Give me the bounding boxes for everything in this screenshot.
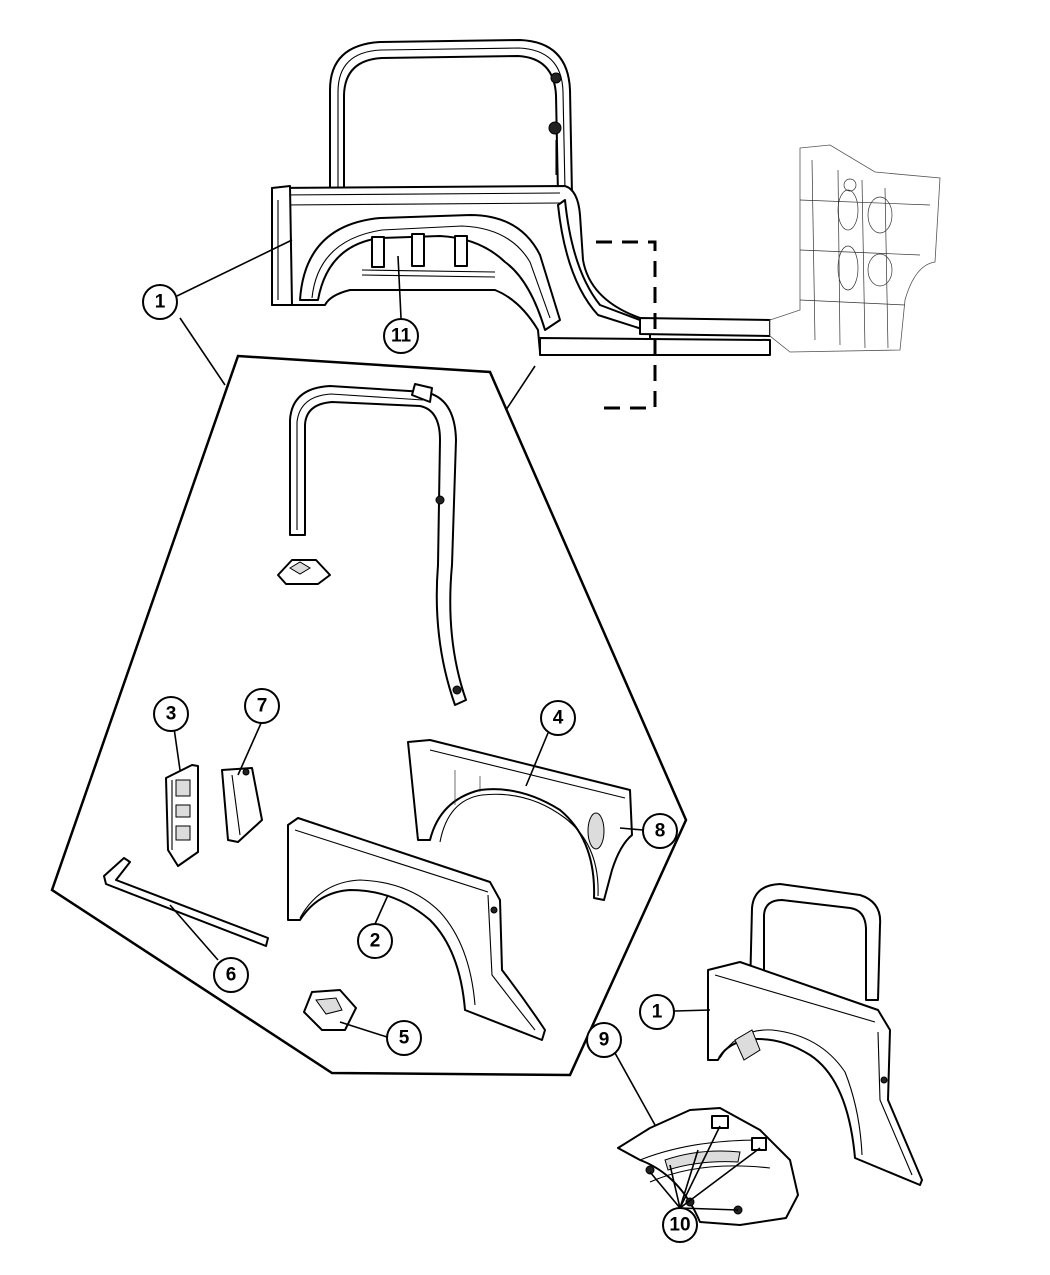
callout-11: 11: [383, 318, 419, 354]
body-side-assembly-bottom: [707, 883, 923, 1186]
callout-5: 5: [386, 1020, 422, 1056]
callout-3-label: 3: [166, 704, 177, 725]
callout-1-top-label: 1: [155, 292, 166, 313]
callout-7: 7: [244, 688, 280, 724]
callout-11-label: 11: [391, 326, 412, 347]
callout-4-label: 4: [553, 708, 564, 729]
part-3-panel: [165, 764, 199, 867]
body-side-assembly-top: [271, 39, 941, 410]
callout-8: 8: [642, 813, 678, 849]
roll-bar-part: [289, 383, 467, 706]
callout-2: 2: [357, 923, 393, 959]
part-6-rail: [103, 857, 269, 947]
callout-5-label: 5: [399, 1028, 410, 1049]
callout-2-label: 2: [370, 931, 381, 952]
part-7-bracket: [221, 767, 263, 843]
callout-8-label: 8: [655, 821, 666, 842]
callout-1-bottom-label: 1: [652, 1002, 663, 1023]
leader-1-to-boundary: [179, 317, 226, 386]
leader-lines: [169, 239, 761, 1211]
part-5-bracket: [303, 989, 357, 1031]
cab-body-reference: [769, 144, 941, 353]
part-2-quarter-panel: [287, 817, 546, 1041]
callout-6: 6: [213, 957, 249, 993]
leader-boundary-to-assembly: [505, 365, 536, 411]
callout-9-label: 9: [599, 1030, 610, 1051]
callout-10-label: 10: [669, 1215, 690, 1236]
callout-1-bottom: 1: [639, 994, 675, 1030]
roll-bar-mount-bracket: [277, 559, 331, 585]
callout-6-label: 6: [226, 965, 237, 986]
callout-7-label: 7: [257, 696, 268, 717]
callout-4: 4: [540, 700, 576, 736]
callout-9: 9: [586, 1022, 622, 1058]
part-9-wheelhouse-liner: [617, 1107, 799, 1226]
exploded-view-boundary: [50, 354, 688, 1077]
part-4-inner-panel: [407, 739, 633, 901]
callout-10: 10: [662, 1207, 698, 1243]
callout-3: 3: [153, 696, 189, 732]
callout-1-top: 1: [142, 284, 178, 320]
